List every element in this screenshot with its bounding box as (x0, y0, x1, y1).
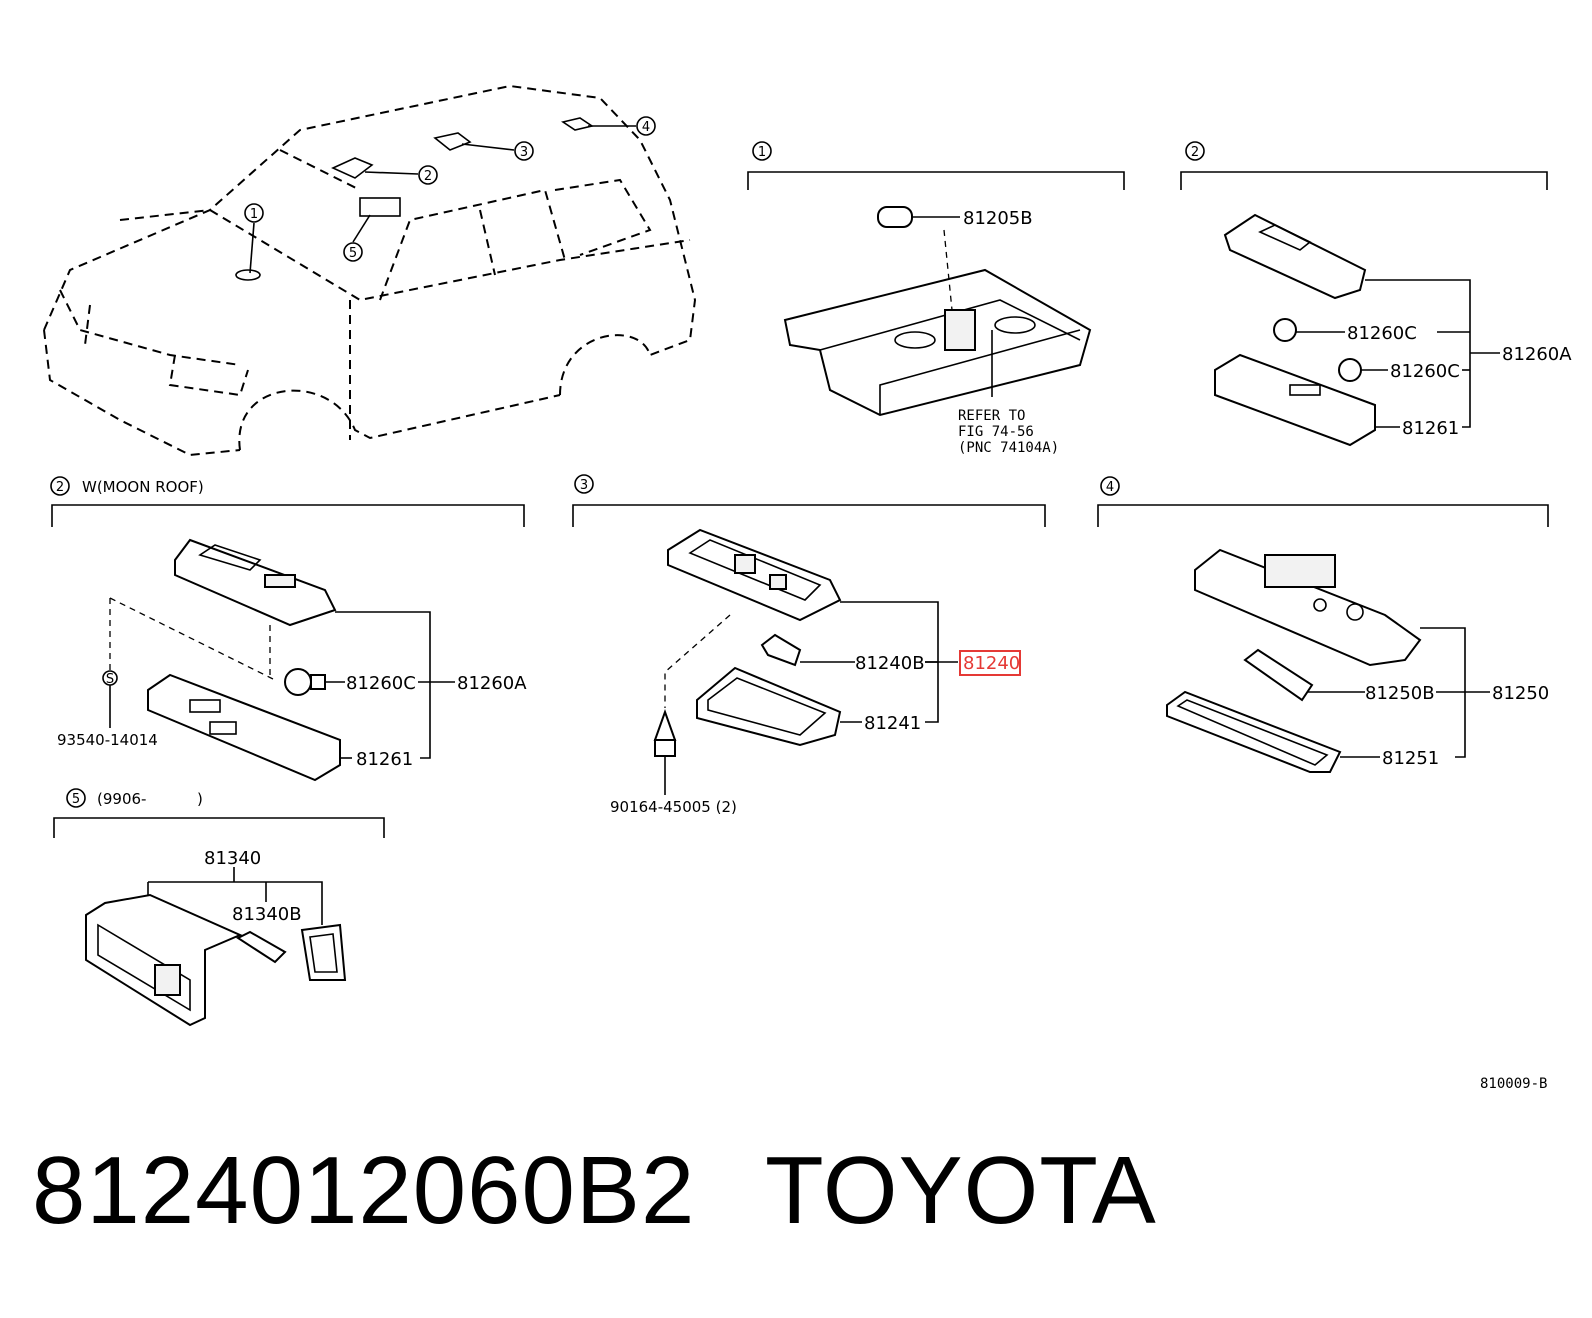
refer-line-1: REFER TO (958, 408, 1025, 424)
part-label-81250: 81250 (1492, 683, 1549, 704)
part-label-81340B: 81340B (232, 904, 302, 925)
view-5-title-close: ) (197, 790, 203, 808)
part-label-81241: 81241 (864, 713, 921, 734)
vehicle-overview: 1 2 3 4 5 (43, 84, 697, 457)
view-5-marker: 5 (72, 792, 80, 807)
car-callout-2: 2 (424, 169, 432, 184)
part-label-81250B: 81250B (1365, 683, 1435, 704)
view-2w-marker: 2 (56, 480, 64, 495)
part-number-caption: 8124012060B2 (32, 1137, 696, 1244)
screw-symbol-v2w: S (106, 672, 114, 687)
view-1: 1 81205B REFER TO FIG 74-56 (PNC 74104A) (747, 141, 1125, 456)
part-label-81205B: 81205B (963, 208, 1033, 229)
car-callout-3: 3 (520, 145, 528, 160)
figure-code: 810009-B (1480, 1076, 1547, 1092)
view-5: 5 (9906- ) 81340 81340B (53, 788, 385, 1027)
part-label-81251: 81251 (1382, 748, 1439, 769)
part-label-81261-v2w: 81261 (356, 749, 413, 770)
part-label-81240: 81240 (963, 653, 1020, 674)
car-callout-5: 5 (349, 246, 357, 261)
part-label-81260C-top: 81260C (1347, 323, 1417, 344)
view-3: 3 81240B 81240 81241 90164-45005 (2) (572, 474, 1046, 816)
refer-line-2: FIG 74-56 (958, 424, 1034, 440)
view-4-marker: 4 (1106, 480, 1114, 495)
part-label-81260C-bottom: 81260C (1390, 361, 1460, 382)
highlight-box (959, 650, 1021, 676)
car-callout-4: 4 (642, 120, 650, 135)
part-label-81340: 81340 (204, 848, 261, 869)
part-label-93540-14014: 93540-14014 (57, 731, 158, 749)
view-3-marker: 3 (580, 478, 588, 493)
view-2w-title: W(MOON ROOF) (82, 478, 204, 496)
view-5-title: (9906- (97, 790, 146, 808)
part-label-81260A-v2: 81260A (1502, 344, 1572, 365)
view-2: 2 81260C 81260C 81261 81260A (1180, 141, 1572, 447)
view-2w: 2 W(MOON ROOF) S 93540-14014 81260C 8126… (50, 476, 527, 782)
refer-line-3: (PNC 74104A) (958, 440, 1059, 456)
view-1-marker: 1 (758, 145, 766, 160)
car-callout-1: 1 (250, 207, 258, 222)
brand-caption: TOYOTA (765, 1137, 1157, 1244)
part-label-90164-45005: 90164-45005 (2) (610, 798, 737, 816)
part-label-81260A-v2w: 81260A (457, 673, 527, 694)
part-label-81240B: 81240B (855, 653, 925, 674)
view-4: 4 81250B 81250 81251 (1097, 476, 1549, 773)
part-label-81261-v2: 81261 (1402, 418, 1459, 439)
part-label-81260C-v2w: 81260C (346, 673, 416, 694)
view-2-marker: 2 (1191, 145, 1199, 160)
